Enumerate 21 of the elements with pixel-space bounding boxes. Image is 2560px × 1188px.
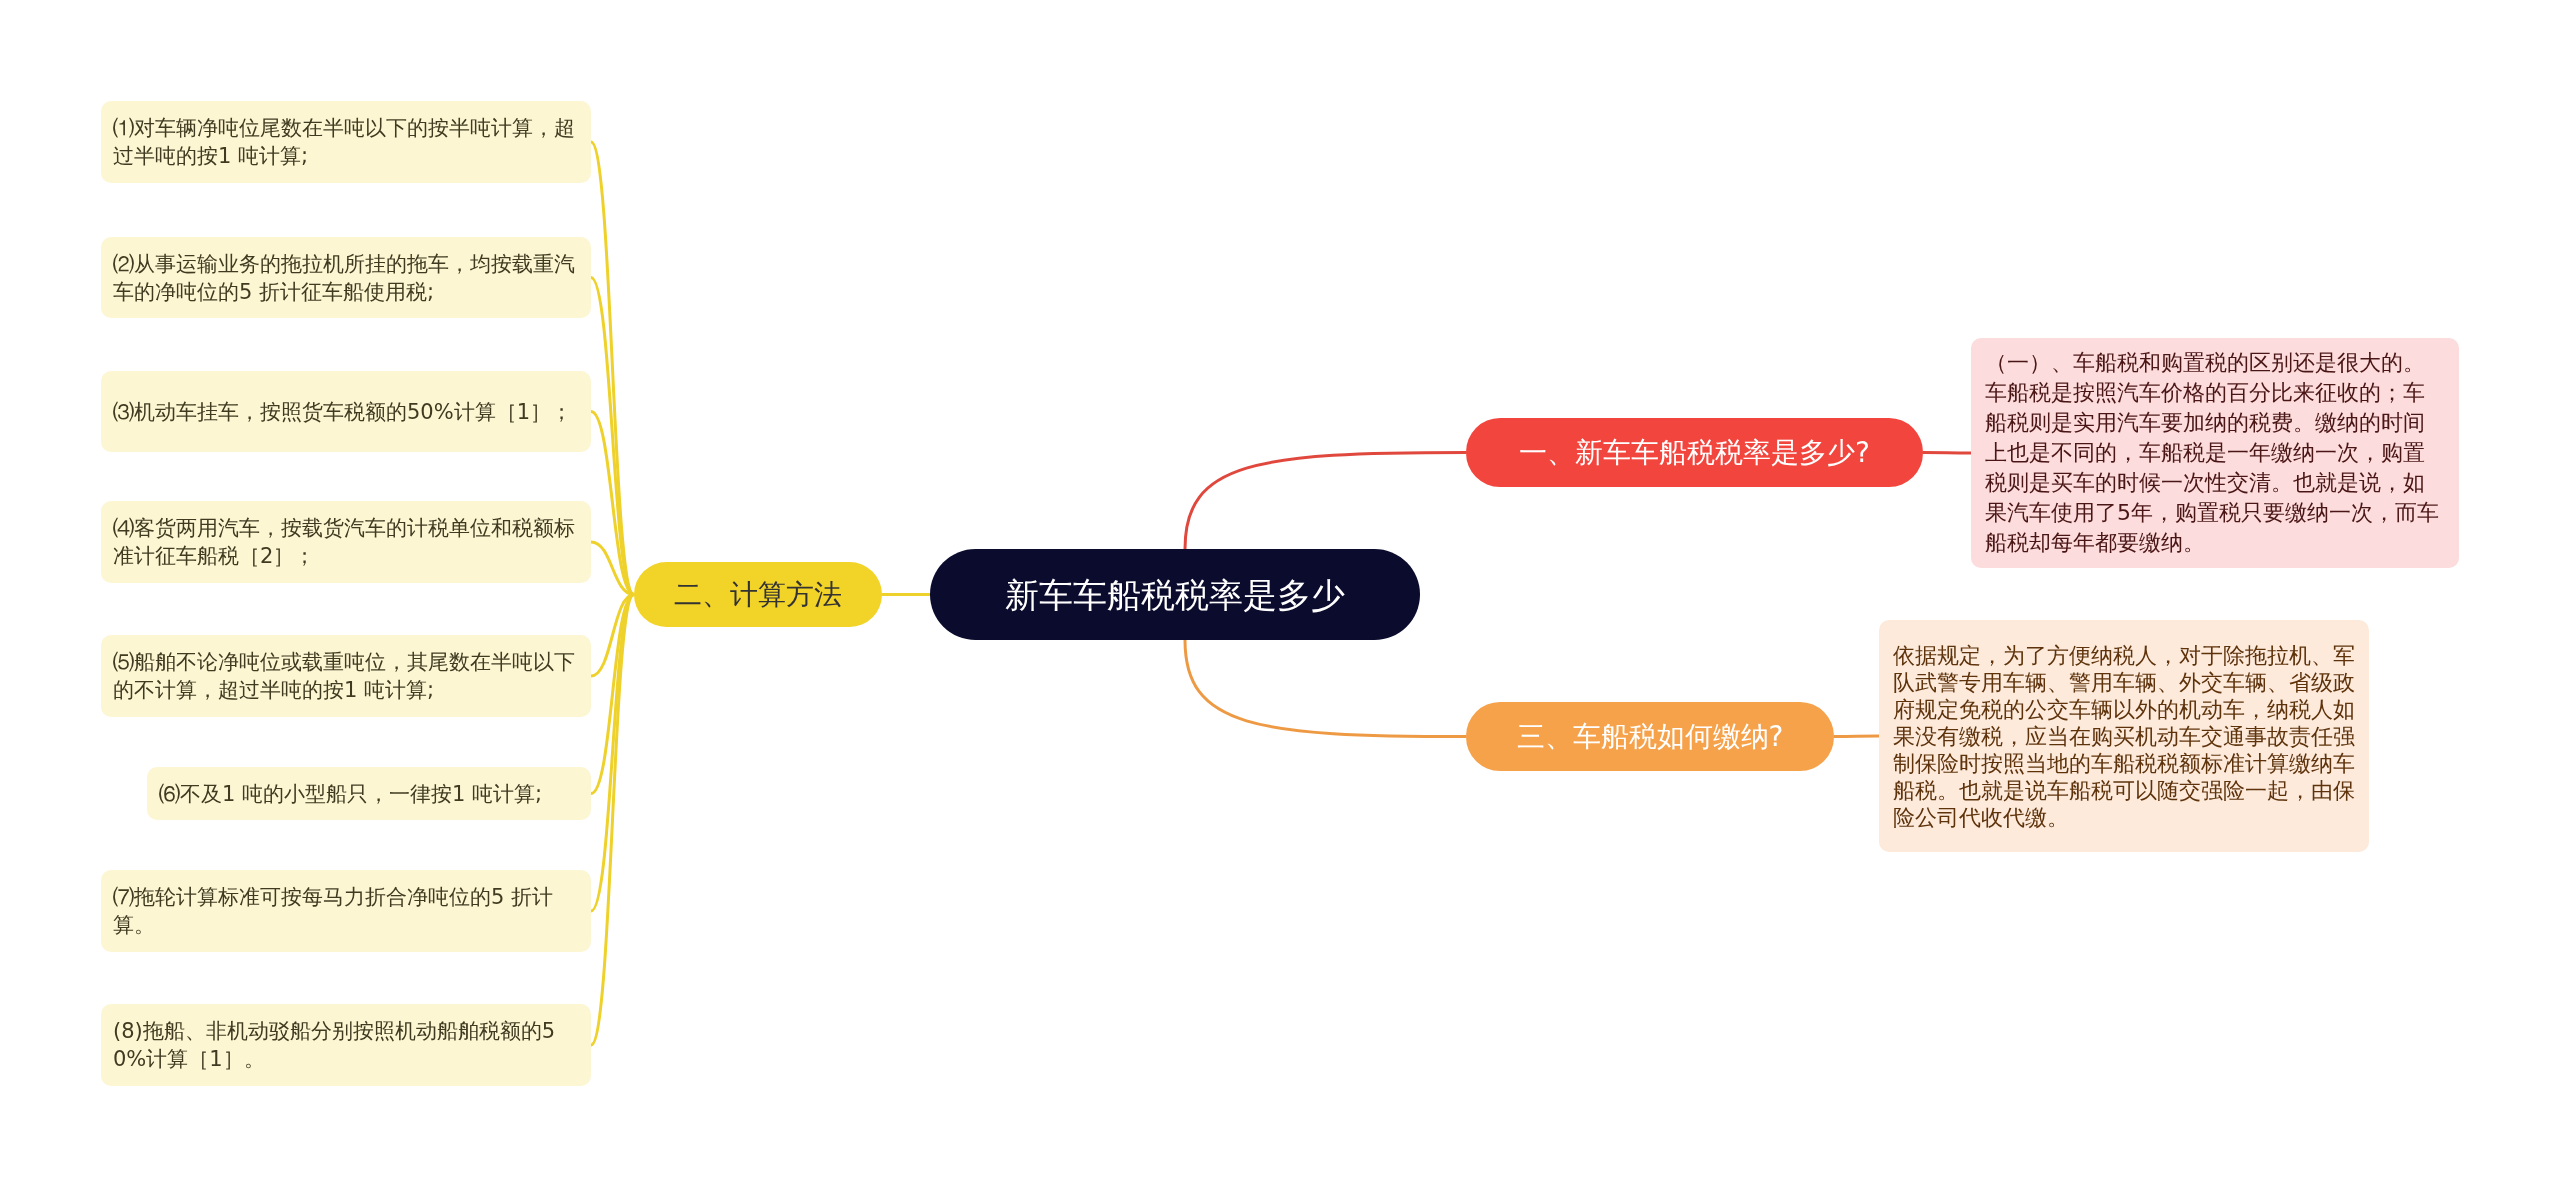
note-box: ⑵从事运输业务的拖拉机所挂的拖车，均按载重汽车的净吨位的5 折计征车船使用税; — [101, 237, 591, 318]
branch-topic: 一、新车车船税税率是多少? — [1466, 418, 1923, 487]
connector — [1183, 639, 1466, 738]
branch-topic: 三、车船税如何缴纳? — [1466, 702, 1834, 771]
note-box: ⑸船舶不论净吨位或载重吨位，其尾数在半吨以下的不计算，超过半吨的按1 吨计算; — [101, 635, 591, 717]
connector — [1923, 451, 1971, 455]
connector — [882, 593, 930, 596]
connector — [1183, 451, 1466, 550]
central-topic: 新车车船税税率是多少 — [930, 549, 1420, 640]
note-box: ⑴对车辆净吨位尾数在半吨以下的按半吨计算，超过半吨的按1 吨计算; — [101, 101, 591, 183]
note-box: ⑹不及1 吨的小型船只，一律按1 吨计算; — [147, 767, 591, 820]
note-box: 依据规定，为了方便纳税人，对于除拖拉机、军队武警专用车辆、警用车辆、外交车辆、省级政府规定免税的公交车辆以外的机动车，纳税人如果没有缴税，应当在购买机动车交通事故责任强制保险时按照当地的车船税税额标准计算缴纳车船税。也就是说车船税可以随交强险一起，由保险公司代收代缴。 — [1879, 620, 2369, 852]
note-box: （一）、车船税和购置税的区别还是很大的。车船税是按照汽车价格的百分比来征收的；车船税则是实用汽车要加纳的税费。缴纳的时间上也是不同的，车船税是一年缴纳一次，购置税则是买车的时候一次性交清。也就是说，如果汽车使用了5年，购置税只要缴纳一次，而车船税却每年都要缴纳。 — [1971, 338, 2459, 568]
connector — [589, 276, 636, 596]
note-box: ⑶机动车挂车，按照货车税额的50%计算［1］； — [101, 371, 591, 452]
note-box: (8)拖船、非机动驳船分别按照机动船舶税额的50%计算［1］。 — [101, 1004, 591, 1086]
branch-topic: 二、计算方法 — [634, 562, 882, 627]
connector — [1834, 734, 1879, 738]
note-box: ⑺拖轮计算标准可按每马力折合净吨位的5 折计算。 — [101, 870, 591, 952]
connector — [589, 593, 636, 1046]
note-box: ⑷客货两用汽车，按载货汽车的计税单位和税额标准计征车船税［2］； — [101, 501, 591, 583]
